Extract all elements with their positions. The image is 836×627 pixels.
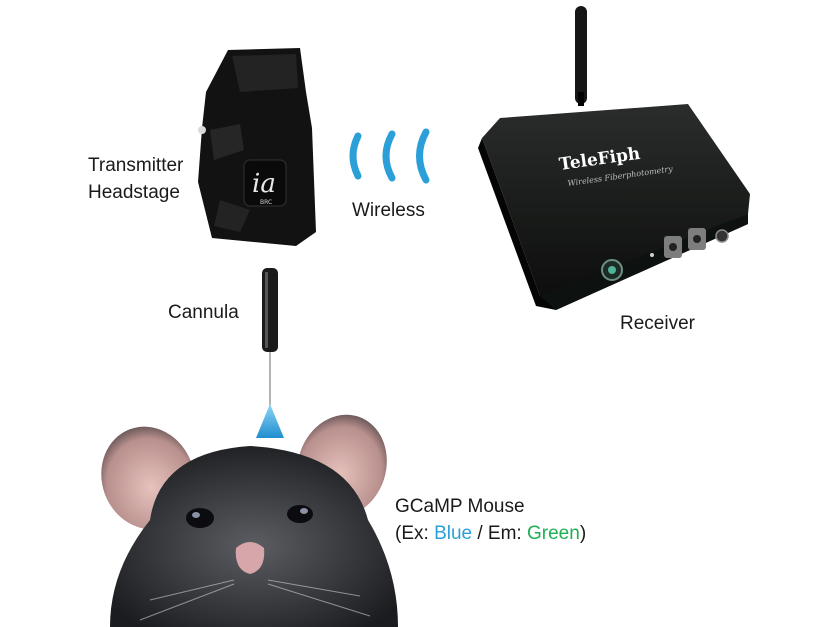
gcamp-mouse-label: GCaMP Mouse (Ex: Blue / Em: Green) bbox=[395, 493, 586, 547]
light-cone-icon bbox=[256, 404, 284, 438]
paren-open: (Ex: bbox=[395, 523, 435, 544]
transmitter-label-line1: Transmitter bbox=[88, 155, 184, 176]
mouse-excitation-emission: (Ex: Blue / Em: Green) bbox=[395, 520, 586, 547]
receiver-label: Receiver bbox=[620, 313, 695, 334]
cannula-icon bbox=[262, 268, 278, 408]
cannula-label: Cannula bbox=[168, 302, 239, 323]
receiver-device-icon: TeleFiph Wireless Fiberphotometry bbox=[478, 6, 750, 310]
excitation-color-text: Blue bbox=[434, 523, 473, 544]
transmitter-label-line2: Headstage bbox=[88, 182, 180, 203]
headstage-logo-text: BRC bbox=[260, 199, 272, 206]
mouse-title: GCaMP Mouse bbox=[395, 496, 525, 517]
separator-text: / Em: bbox=[472, 523, 527, 544]
wireless-label: Wireless bbox=[352, 200, 425, 221]
wireless-wave-icon bbox=[349, 128, 430, 184]
headstage-logo-mark: ia bbox=[252, 169, 276, 199]
mouse-photo-icon bbox=[101, 414, 398, 627]
emission-color-text: Green bbox=[527, 523, 580, 544]
transmitter-headstage-label: Transmitter Headstage bbox=[88, 152, 183, 206]
antenna-icon bbox=[575, 6, 587, 104]
transmitter-headstage-icon: ia BRC bbox=[198, 48, 316, 246]
paren-close: ) bbox=[579, 523, 587, 544]
